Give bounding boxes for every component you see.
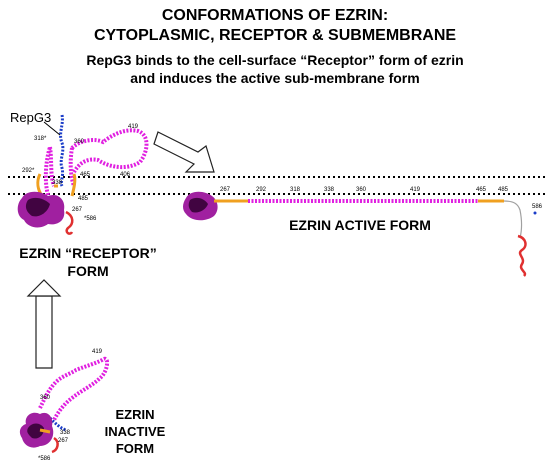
arrow-head-inactive-to-receptor [26,279,62,297]
residue-label: 586 [532,204,543,210]
active-c-marker [533,211,537,215]
inactive-form-label-line-1: EZRIN [115,407,155,422]
receptor-c-terminal [65,210,74,235]
arrow-receptor-to-active [153,131,215,173]
residue-label: 338 [324,187,335,193]
residue-label: *586 [84,216,97,222]
receptor-helix-loop [70,128,149,174]
repg3-label: RepG3 [10,110,51,125]
inactive-linker [39,428,51,434]
residue-label: 292 [256,187,267,193]
inactive-form-label: EZRIN INACTIVE FORM [100,406,170,457]
title-line-1: CONFORMATIONS OF EZRIN: [161,7,389,24]
residue-label: 465 [476,187,487,193]
residue-label: 360 [74,139,85,145]
inactive-c-terminal [51,436,59,454]
residue-label: 318* [34,136,47,142]
residue-label: 465 [80,172,91,178]
inactive-form-structure [19,356,109,454]
receptor-helix-left [43,146,56,196]
residue-label: 318 [290,187,301,193]
repg3-pointer [43,121,61,136]
residue-label: 267 [220,187,231,193]
active-form-structure [183,191,537,277]
receptor-form-label-line-1: EZRIN “RECEPTOR” [19,245,157,261]
residue-label: 338 [52,180,63,186]
receptor-ferm-core [25,197,50,217]
receptor-form-structure [17,114,149,235]
residue-label: 419 [128,124,139,130]
active-ferm-core [188,197,208,213]
title-line-2: CYTOPLASMIC, RECEPTOR & SUBMEMBRANE [93,27,457,44]
inactive-form-label-line-3: FORM [115,441,155,456]
residue-label: 360 [40,395,51,401]
active-tail [503,200,523,239]
subtitle-line-2: and induces the active sub-membrane form [130,70,420,86]
active-form-label: EZRIN ACTIVE FORM [289,217,431,233]
receptor-linker-right [70,173,77,197]
residue-label: *586 [38,456,51,462]
residue-label: 267 [58,438,69,444]
residue-label: 419 [410,187,421,193]
subtitle-line-1: RepG3 binds to the cell-surface “Recepto… [86,52,464,68]
active-c-terminal [517,234,527,277]
residue-label: 485 [498,187,509,193]
residue-label: 292* [22,168,35,174]
inactive-form-label-line-2: INACTIVE [104,424,166,439]
inactive-helix-loop [38,356,109,421]
residue-label: 485 [78,196,89,202]
arrow-shaft-inactive-to-receptor [35,295,53,369]
repg3-peptide-helix [59,114,65,187]
residue-label: 406 [120,172,131,178]
residue-label: 360 [356,187,367,193]
residue-label: 338 [60,430,71,436]
inactive-ferm-core [27,423,44,439]
receptor-form-label: EZRIN “RECEPTOR” FORM [8,244,168,280]
residue-label: 267 [72,207,83,213]
receptor-form-label-line-2: FORM [67,263,109,279]
residue-label: 419 [92,349,103,355]
